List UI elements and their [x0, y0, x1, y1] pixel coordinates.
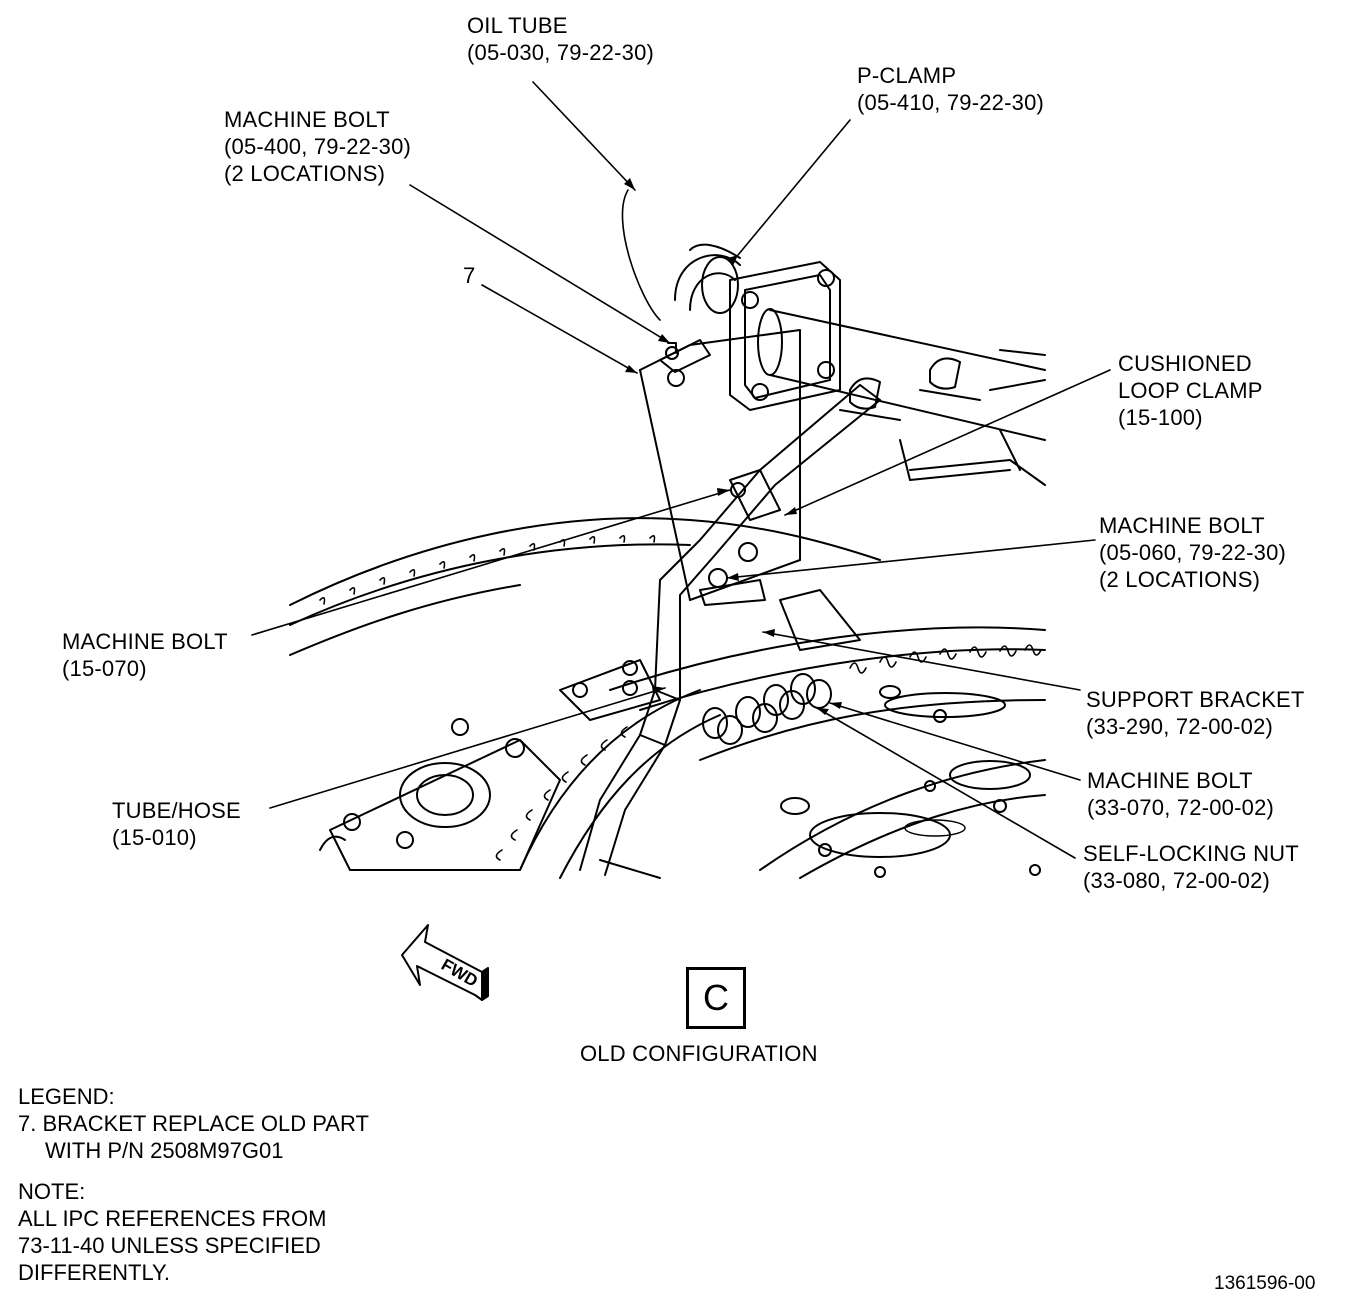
- leader-lines: [251, 81, 1111, 859]
- self-locking-nut-name: SELF-LOCKING NUT: [1083, 841, 1299, 866]
- tube-hose-name: TUBE/HOSE: [112, 798, 241, 823]
- oil-tube-ref: (05-030, 79-22-30): [467, 40, 655, 65]
- p-clamp-name: P-CLAMP: [857, 63, 957, 88]
- machine-bolt-top-ref: (05-400, 79-22-30): [224, 134, 412, 159]
- callout-cushioned-loop-clamp: CUSHIONED LOOP CLAMP (15-100): [1118, 350, 1263, 431]
- callout-support-bracket: SUPPORT BRACKET (33-290, 72-00-02): [1086, 686, 1305, 740]
- machine-bolt-lower-ref: (33-070, 72-00-02): [1087, 795, 1275, 820]
- loop-clamps: [729, 357, 981, 521]
- callout-self-locking-nut: SELF-LOCKING NUT (33-080, 72-00-02): [1083, 840, 1299, 894]
- bracket-7: [639, 329, 801, 606]
- note: NOTE: ALL IPC REFERENCES FROM 73-11-40 U…: [18, 1178, 326, 1286]
- figure-number: 1361596-00: [1214, 1273, 1316, 1294]
- cushioned-loop-clamp-name-1: CUSHIONED: [1118, 351, 1252, 376]
- cushioned-loop-clamp-ref: (15-100): [1118, 405, 1203, 430]
- machine-bolt-left-ref: (15-070): [62, 656, 147, 681]
- legend: LEGEND: 7. BRACKET REPLACE OLD PART WITH…: [18, 1083, 369, 1164]
- support-bracket-name: SUPPORT BRACKET: [1086, 687, 1305, 712]
- callout-machine-bolt-top: MACHINE BOLT (05-400, 79-22-30) (2 LOCAT…: [224, 106, 411, 187]
- callout-p-clamp: P-CLAMP (05-410, 79-22-30): [857, 62, 1044, 116]
- perforated-ring-upper: [289, 517, 881, 656]
- machine-bolt-lower-name: MACHINE BOLT: [1087, 768, 1253, 793]
- machine-bolt-top-qty: (2 LOCATIONS): [224, 161, 386, 186]
- self-locking-nut-ref: (33-080, 72-00-02): [1083, 868, 1271, 893]
- support-bracket-ref: (33-290, 72-00-02): [1086, 714, 1274, 739]
- note-line-3: DIFFERENTLY.: [18, 1260, 170, 1285]
- machine-bolt-right-name: MACHINE BOLT: [1099, 513, 1265, 538]
- callout-oil-tube: OIL TUBE (05-030, 79-22-30): [467, 12, 654, 66]
- callout-tube-hose: TUBE/HOSE (15-010): [112, 797, 241, 851]
- callout-machine-bolt-right: MACHINE BOLT (05-060, 79-22-30) (2 LOCAT…: [1099, 512, 1286, 593]
- tube-hose-ref: (15-010): [112, 825, 197, 850]
- machine-bolt-left-name: MACHINE BOLT: [62, 629, 228, 654]
- view-letter-box: C: [686, 967, 746, 1029]
- flange-ring-lower: [495, 626, 1046, 879]
- legend-line-1: 7. BRACKET REPLACE OLD PART: [18, 1111, 369, 1136]
- machine-bolt-right-qty: (2 LOCATIONS): [1099, 567, 1261, 592]
- fwd-arrow-icon: FWD: [401, 924, 489, 1001]
- cushioned-loop-clamp-name-2: LOOP CLAMP: [1118, 378, 1263, 403]
- callout-item-7: 7: [463, 262, 475, 289]
- note-line-1: ALL IPC REFERENCES FROM: [18, 1206, 327, 1231]
- callout-machine-bolt-left: MACHINE BOLT (15-070): [62, 628, 228, 682]
- p-clamp-ref: (05-410, 79-22-30): [857, 90, 1045, 115]
- upper-tube: [757, 308, 1046, 486]
- view-letter: C: [703, 977, 729, 1018]
- tube-hose: [579, 384, 881, 876]
- note-heading: NOTE:: [18, 1179, 86, 1204]
- legend-heading: LEGEND:: [18, 1084, 115, 1109]
- note-line-2: 73-11-40 UNLESS SPECIFIED: [18, 1233, 321, 1258]
- item-7-number: 7: [463, 263, 476, 288]
- machine-bolt-top-name: MACHINE BOLT: [224, 107, 390, 132]
- view-caption: OLD CONFIGURATION: [580, 1041, 818, 1066]
- support-bracket-bolts: [702, 589, 861, 745]
- legend-line-2: WITH P/N 2508M97G01: [45, 1138, 284, 1163]
- callout-machine-bolt-lower: MACHINE BOLT (33-070, 72-00-02): [1087, 767, 1274, 821]
- machine-bolt-right-ref: (05-060, 79-22-30): [1099, 540, 1287, 565]
- mounting-pads-left: [319, 659, 661, 879]
- oil-tube-name: OIL TUBE: [467, 13, 568, 38]
